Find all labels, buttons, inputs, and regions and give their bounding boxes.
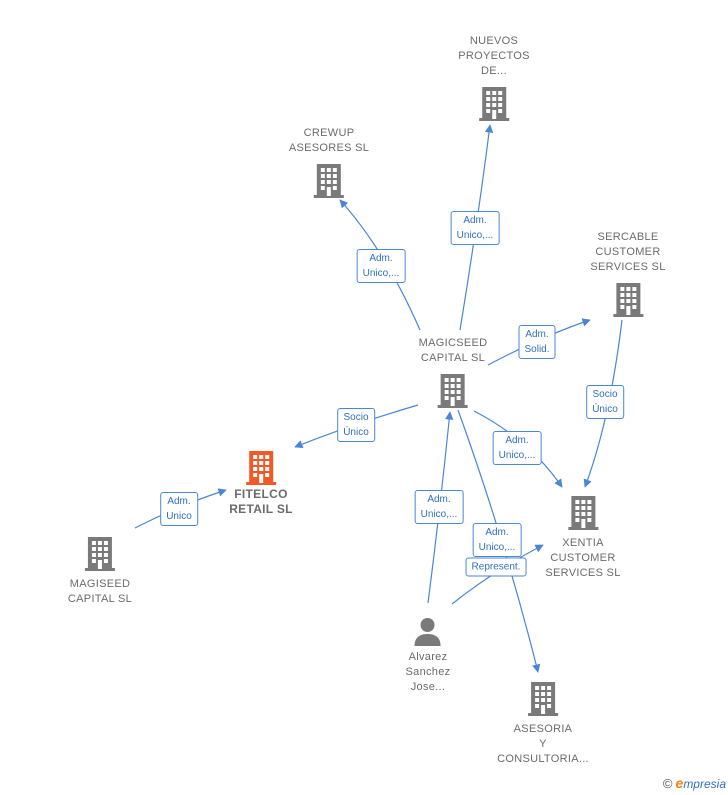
edge-label-magicseed-fitelco[interactable]: Socio Único — [337, 408, 375, 442]
node-label: NUEVOS PROYECTOS DE... — [458, 35, 530, 77]
building-icon — [613, 283, 643, 317]
building-icon — [314, 164, 344, 198]
edge-label-alvarez-xentia[interactable]: Represent. — [465, 557, 527, 577]
building-icon — [438, 374, 468, 408]
building-icon — [478, 87, 509, 121]
brand-name: mpresia — [683, 777, 726, 791]
edge-label-magicseed-sercable[interactable]: Adm. Solid. — [518, 325, 556, 359]
node-asesoria-y-consultoria[interactable]: ASESORIA Y CONSULTORIA... — [497, 680, 589, 767]
edge-label-magicseed-asesoria[interactable]: Adm. Unico,... — [472, 523, 522, 557]
node-label: ASESORIA Y CONSULTORIA... — [497, 723, 589, 765]
node-nuevos-proyectos[interactable]: NUEVOS PROYECTOS DE... — [458, 34, 530, 121]
edge-label-sercable-xentia[interactable]: Socio Único — [586, 385, 624, 419]
copyright-icon: © — [662, 775, 673, 791]
edge-label-magiseed-fitelco[interactable]: Adm. Unico — [160, 492, 198, 526]
node-label: CREWUP ASESORES SL — [288, 127, 370, 154]
person-icon — [414, 618, 441, 646]
node-fitelco-retail[interactable]: FITELCO RETAIL SL — [229, 449, 293, 517]
node-label: MAGISEED CAPITAL SL — [67, 578, 133, 605]
node-magicseed-capital[interactable]: MAGICSEED CAPITAL SL — [419, 336, 488, 408]
node-crewup-asesores[interactable]: CREWUP ASESORES SL — [289, 126, 369, 198]
brand-logo: © empresia — [663, 775, 726, 791]
building-icon — [246, 451, 276, 485]
node-label: XENTIA CUSTOMER SERVICES SL — [545, 537, 621, 579]
edge-label-magicseed-nuevos[interactable]: Adm. Unico,... — [450, 211, 500, 245]
edge-label-alvarez-magicseed[interactable]: Adm. Unico,... — [414, 490, 464, 524]
node-label: FITELCO RETAIL SL — [229, 487, 293, 516]
node-alvarez-sanchez-jose[interactable]: Alvarez Sanchez Jose... — [406, 616, 451, 695]
building-icon — [84, 537, 115, 571]
edge-label-magicseed-crewup[interactable]: Adm. Unico,... — [356, 249, 406, 283]
node-label: SERCABLE CUSTOMER SERVICES SL — [590, 231, 666, 273]
building-icon — [528, 682, 558, 716]
node-label: MAGICSEED CAPITAL SL — [418, 337, 488, 364]
brand-e: e — [675, 775, 684, 791]
node-magiseed-capital[interactable]: MAGISEED CAPITAL SL — [68, 535, 132, 607]
node-xentia-customer-services[interactable]: XENTIA CUSTOMER SERVICES SL — [545, 494, 620, 581]
building-icon — [568, 496, 598, 530]
edge-label-magicseed-xentia[interactable]: Adm. Unico,... — [492, 431, 542, 465]
node-label: Alvarez Sanchez Jose... — [405, 651, 451, 693]
node-sercable-customer-services[interactable]: SERCABLE CUSTOMER SERVICES SL — [590, 230, 665, 317]
